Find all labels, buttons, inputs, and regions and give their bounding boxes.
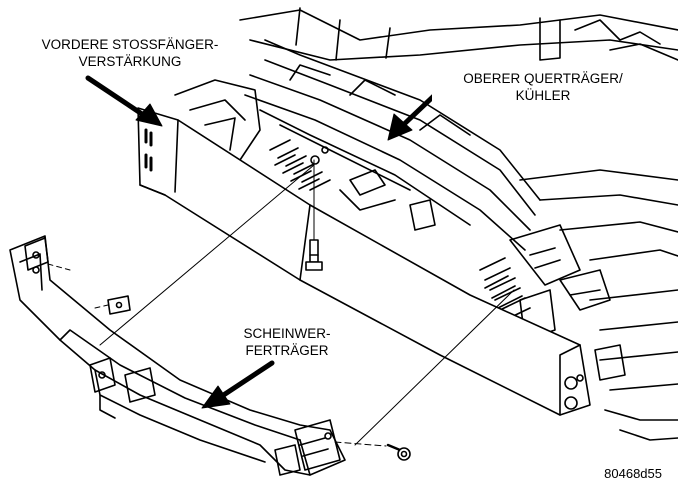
label-headlamp-mount-line1: SCHEINWER- [243,326,331,341]
headlamp-mounting-bracket-part [9,235,346,476]
label-upper-crossmember: OBERER QUERTRÄGER/ KÜHLER [432,70,654,104]
label-front-bumper-reinforcement-line1: VORDERE STOSSFÄNGER- [41,37,219,52]
front-bumper-reinforcement-part [137,107,591,416]
callout-arrow-headlamp-mount [201,360,275,409]
label-front-bumper-reinforcement: VORDERE STOSSFÄNGER- VERSTÄRKUNG [14,36,246,70]
callout-arrow-front-reinforcement [85,75,163,127]
vehicle-front-structure [174,7,678,441]
label-headlamp-mount: SCHEINWER- FERTRÄGER [226,325,348,359]
bolt-lower [386,443,411,461]
label-headlamp-mount-line2: FERTRÄGER [245,343,329,358]
label-front-bumper-reinforcement-line2: VERSTÄRKUNG [78,54,182,69]
label-upper-crossmember-line2: KÜHLER [515,88,571,103]
upper-crossmember-radiator [244,39,581,341]
bolt-upper [305,239,323,271]
alignment-lines [47,159,515,447]
label-upper-crossmember-line1: OBERER QUERTRÄGER/ [463,71,623,86]
figure-id: 80468d55 [604,466,662,481]
nut-clip [107,295,131,315]
